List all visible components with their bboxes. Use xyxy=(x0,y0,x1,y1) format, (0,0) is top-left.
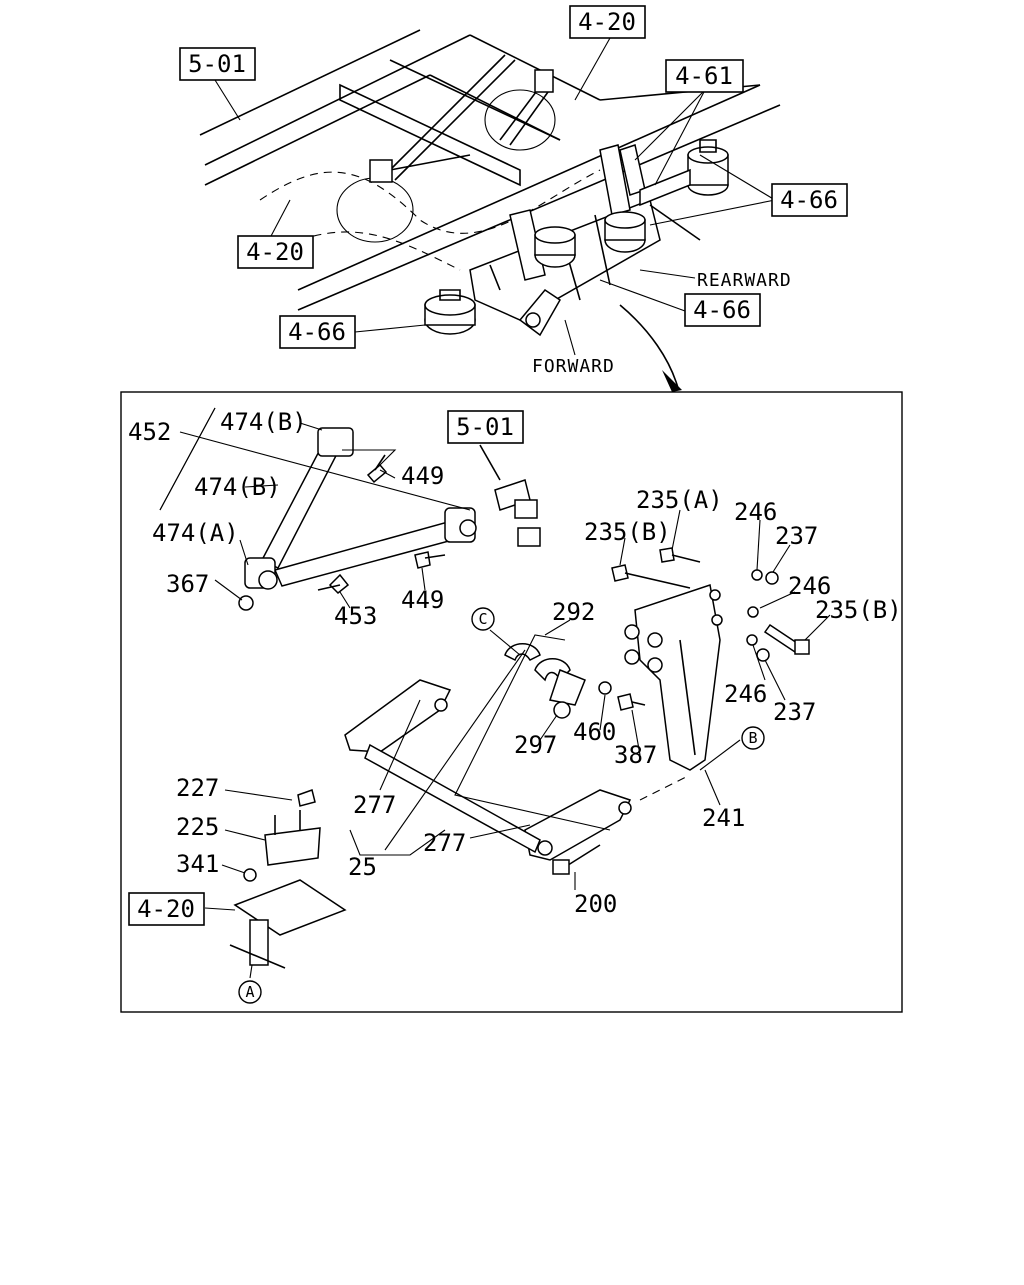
part-277-2: 277 xyxy=(423,829,466,857)
callout-b: B xyxy=(741,726,765,750)
part-452: 452 xyxy=(128,418,171,446)
forward-label: FORWARD xyxy=(532,356,615,377)
part-387: 387 xyxy=(614,741,657,769)
rearward-label: REARWARD xyxy=(697,270,792,291)
ref-label: 4-61 xyxy=(675,62,733,90)
ref-label: 4-66 xyxy=(693,296,751,324)
part-474a: 474(A) xyxy=(152,519,239,547)
part-449-1: 449 xyxy=(401,462,444,490)
part-453: 453 xyxy=(334,602,377,630)
callout-a-label: A xyxy=(245,983,254,1001)
part-246-1: 246 xyxy=(734,498,777,526)
part-225: 225 xyxy=(176,813,219,841)
ref-label: 5-01 xyxy=(188,50,246,78)
ref-label: 4-20 xyxy=(137,895,195,923)
air-bellows-left xyxy=(424,289,476,335)
detail-drawing xyxy=(229,427,810,969)
part-235a: 235(A) xyxy=(636,486,723,514)
part-200: 200 xyxy=(574,890,617,918)
part-235b-1: 235(B) xyxy=(584,518,671,546)
detail-leaders xyxy=(159,407,831,979)
part-460: 460 xyxy=(573,718,616,746)
part-labels: 452 474(B) 474(B) 474(A) 449 449 367 453… xyxy=(128,408,902,918)
part-449-2: 449 xyxy=(401,586,444,614)
ref-box-4-66-right: 4-66 xyxy=(771,183,848,217)
ref-box-4-20-detail: 4-20 xyxy=(128,892,205,926)
part-227: 227 xyxy=(176,774,219,802)
ref-box-5-01-detail: 5-01 xyxy=(447,410,524,444)
ref-box-4-61: 4-61 xyxy=(665,59,744,93)
air-bellows-far xyxy=(687,139,729,196)
ref-box-5-01-top: 5-01 xyxy=(179,47,256,81)
part-237-2: 237 xyxy=(773,698,816,726)
ref-box-4-20-top: 4-20 xyxy=(569,5,646,39)
air-bellows-mid xyxy=(534,226,576,268)
part-292: 292 xyxy=(552,598,595,626)
ref-box-4-66-mid: 4-66 xyxy=(684,293,761,327)
overview-leaders xyxy=(214,37,776,356)
part-241: 241 xyxy=(702,804,745,832)
part-474b-2: 474(B) xyxy=(194,473,281,501)
callout-b-label: B xyxy=(748,729,757,747)
part-235b-2: 235(B) xyxy=(815,596,902,624)
callout-a: A xyxy=(238,980,262,1004)
part-237-1: 237 xyxy=(775,522,818,550)
callout-c: C xyxy=(471,607,495,631)
ref-label: 4-20 xyxy=(246,238,304,266)
part-474b-1: 474(B) xyxy=(220,408,307,436)
part-297: 297 xyxy=(514,731,557,759)
ref-label: 4-20 xyxy=(578,8,636,36)
part-367: 367 xyxy=(166,570,209,598)
air-bellows-right xyxy=(604,211,646,253)
part-246-2: 246 xyxy=(788,572,831,600)
part-277-1: 277 xyxy=(353,791,396,819)
ref-label: 4-66 xyxy=(780,186,838,214)
part-246-3: 246 xyxy=(724,680,767,708)
ref-label: 5-01 xyxy=(456,413,514,441)
ref-box-4-20-left: 4-20 xyxy=(237,235,314,269)
ref-label: 4-66 xyxy=(288,318,346,346)
overview-drawing xyxy=(199,29,781,392)
ref-box-4-66-left: 4-66 xyxy=(279,315,356,349)
part-25: 25 xyxy=(348,853,377,881)
part-341: 341 xyxy=(176,850,219,878)
callout-c-label: C xyxy=(478,610,487,628)
detail-frame xyxy=(120,391,903,1013)
